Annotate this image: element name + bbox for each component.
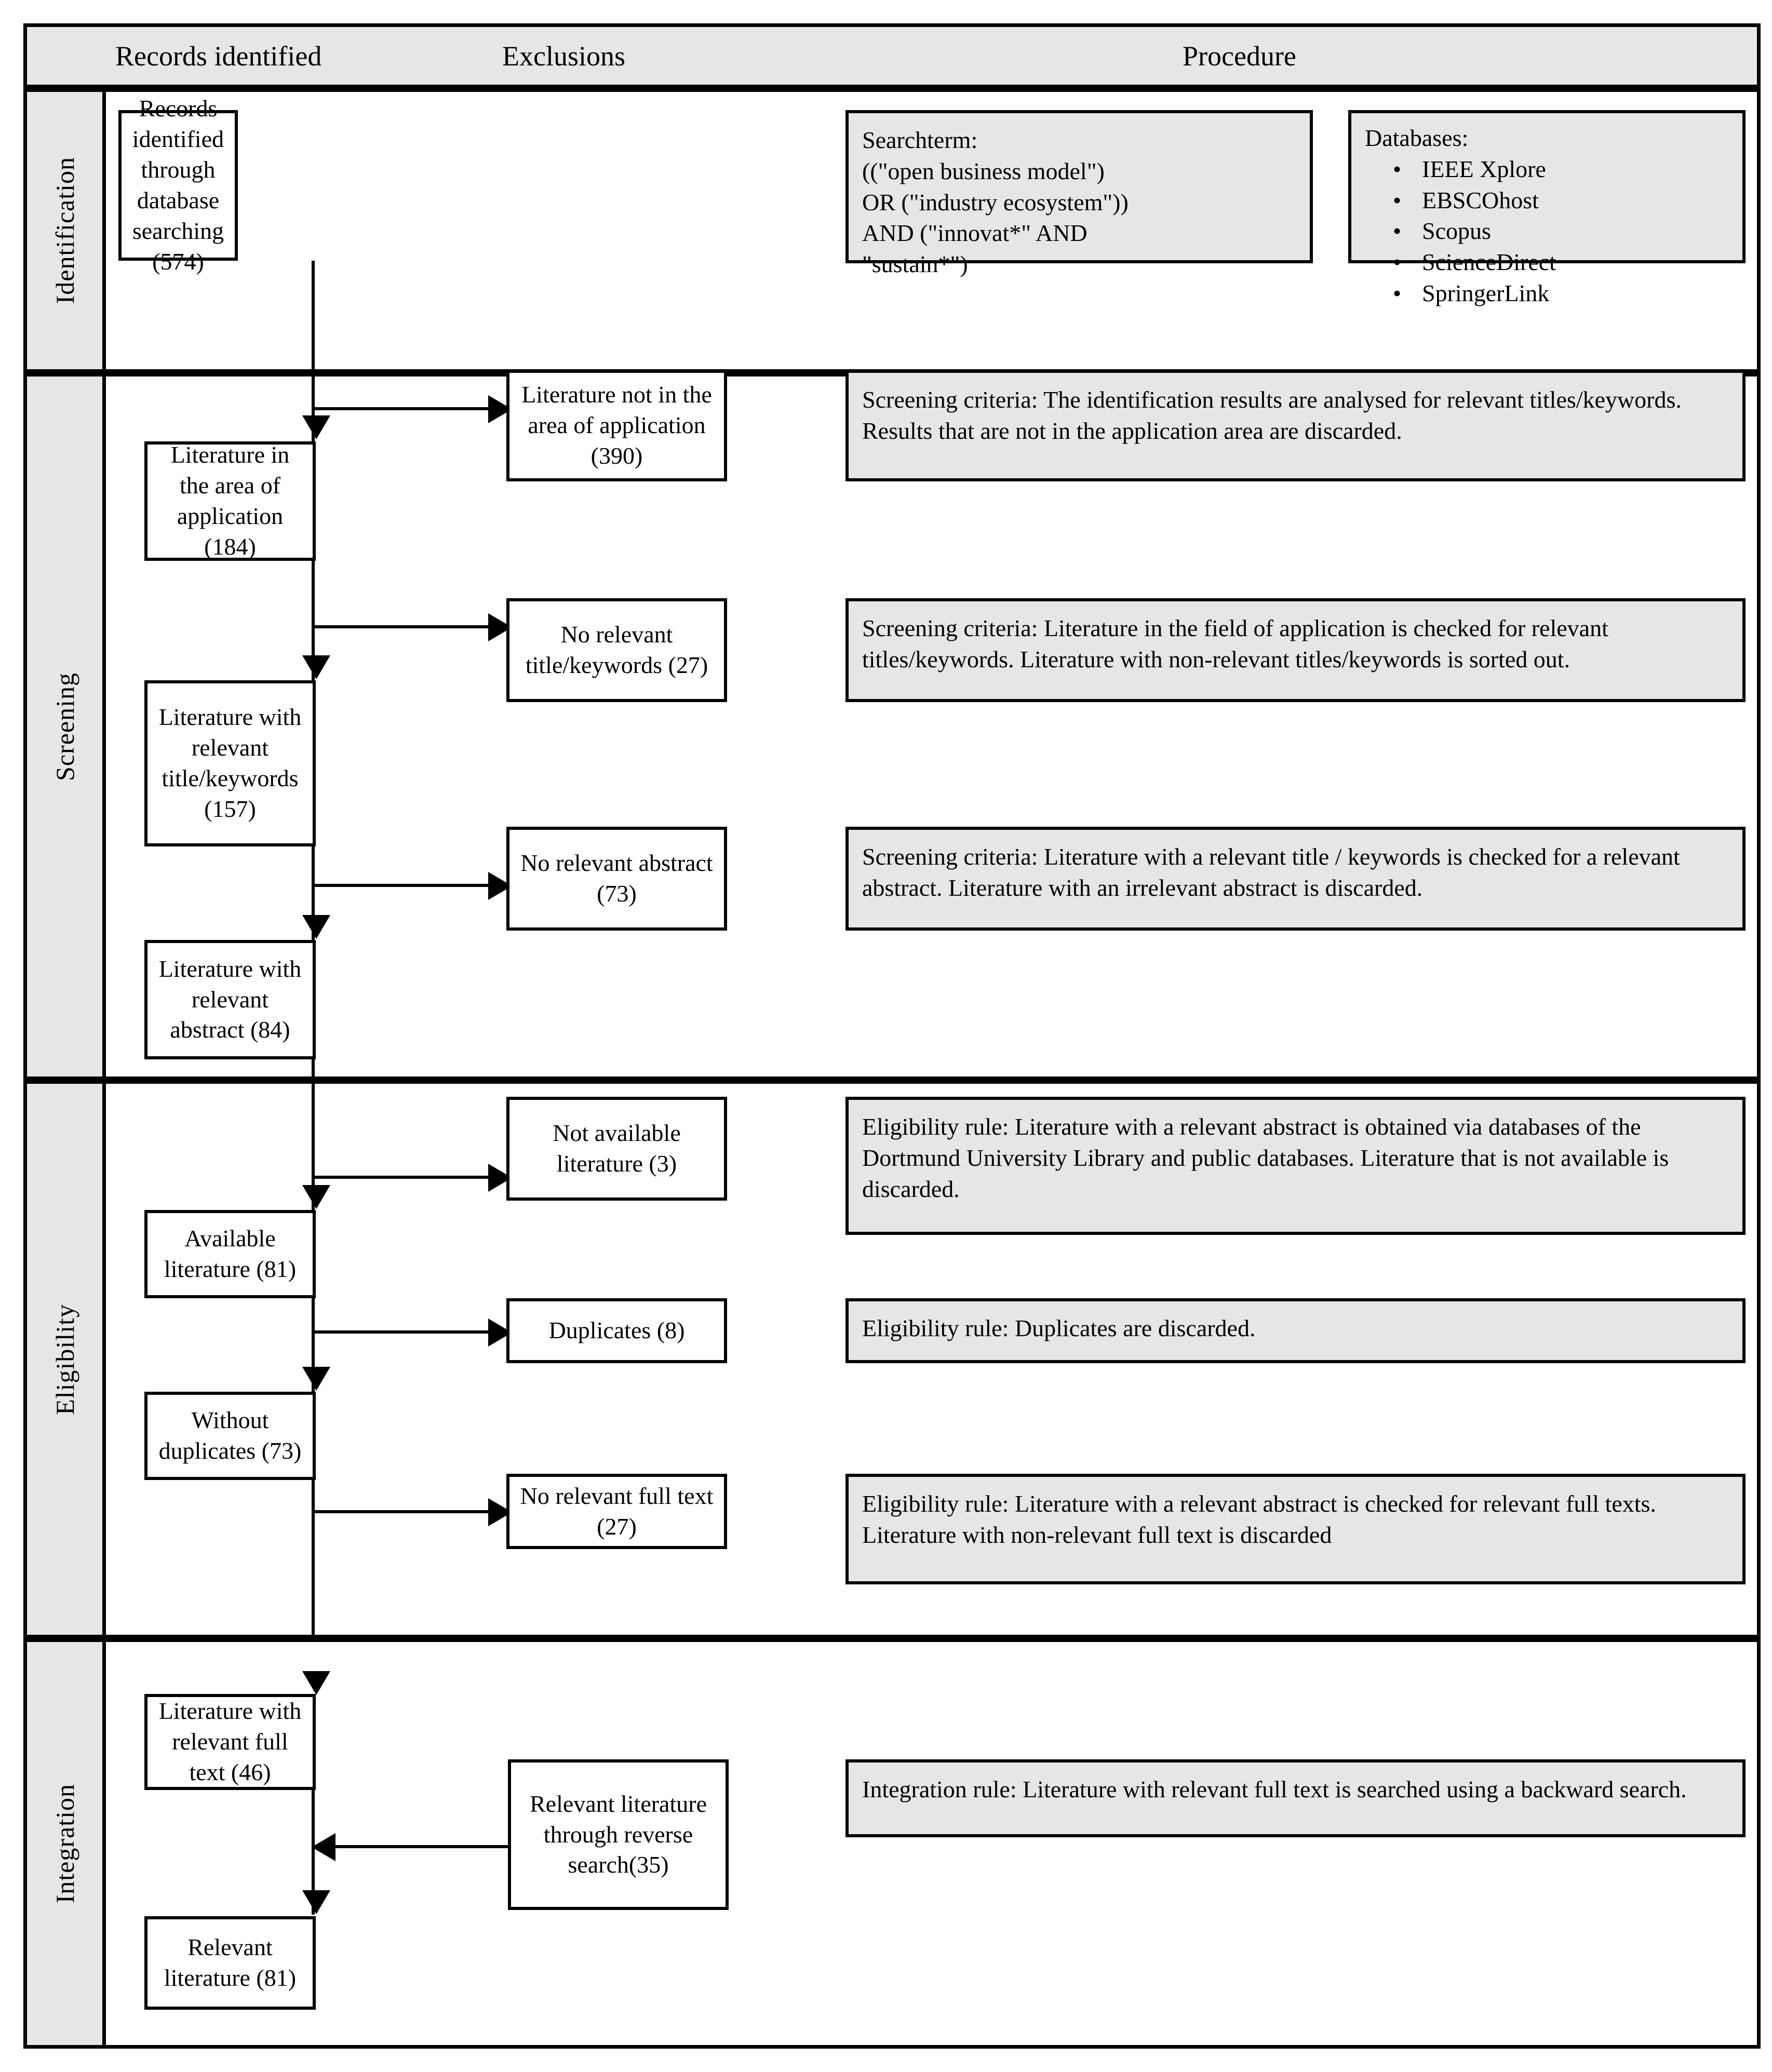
node-literature-relevant-abstract: Literature with relevant abstract (84) [144, 940, 316, 1059]
section-label-screening: Screening [27, 376, 106, 1077]
node-literature-relevant-full-text: Literature with relevant full text (46) [144, 1694, 316, 1790]
section-label-integration-text: Integration [50, 1783, 79, 1904]
node-screening-3-text: Literature with relevant abstract (84) [158, 955, 302, 1043]
node-integration-1-text: Literature with relevant full text (46) [158, 1698, 302, 1785]
section-label-eligibility: Eligibility [27, 1084, 106, 1635]
procedure-eligibility-2: Eligibility rule: Duplicates are discard… [845, 1298, 1746, 1363]
procedure-eligibility-1-text: Eligibility rule: Literature with a rele… [862, 1113, 1669, 1202]
procedure-integration-1: Integration rule: Literature with releva… [845, 1759, 1746, 1837]
databases-title: Databases: [1365, 125, 1469, 151]
column-header-band: Records identified Exclusions Procedure [23, 23, 1761, 88]
exclusion-screening-3-text: No relevant abstract (73) [520, 850, 713, 907]
node-eligibility-1-text: Available literature (81) [164, 1225, 297, 1282]
searchterm-title: Searchterm: [862, 127, 978, 153]
node-records-identified-text: Records identified through database sear… [132, 95, 224, 275]
arrow-into-node-integration-2 [302, 1890, 330, 1914]
node-relevant-literature-final: Relevant literature (81) [144, 1916, 316, 2010]
procedure-screening-1: Screening criteria: The identification r… [845, 370, 1746, 481]
section-label-screening-text: Screening [50, 672, 79, 781]
connector-branch-screening-2 [312, 625, 491, 628]
arrow-into-node-screening-3 [302, 915, 330, 939]
node-reverse-search-text: Relevant literature through reverse sear… [529, 1790, 707, 1878]
node-relevant-literature-reverse-search: Relevant literature through reverse sear… [508, 1759, 729, 1910]
databases-list: IEEE Xplore EBSCOhost Scopus ScienceDire… [1365, 154, 1729, 309]
procedure-screening-2-text: Screening criteria: Literature in the fi… [862, 615, 1608, 672]
exclusion-eligibility-1-text: Not available literature (3) [553, 1120, 681, 1177]
database-item: ScienceDirect [1393, 247, 1729, 278]
database-item: EBSCOhost [1393, 185, 1729, 216]
exclusion-no-relevant-abstract: No relevant abstract (73) [506, 827, 727, 931]
arrow-into-spine-reverse-search [312, 1833, 335, 1861]
searchterm-line-3: AND ("innovat*" AND [862, 220, 1088, 247]
procedure-screening-3-text: Screening criteria: Literature with a re… [862, 843, 1680, 901]
connector-branch-eligibility-1 [312, 1176, 491, 1179]
column-header-exclusions: Exclusions [502, 40, 625, 72]
section-label-identification-text: Identification [50, 157, 79, 304]
node-integration-2-text: Relevant literature (81) [164, 1934, 297, 1991]
arrow-into-node-screening-1 [302, 415, 330, 439]
arrow-into-node-eligibility-2 [302, 1367, 330, 1391]
procedure-eligibility-2-text: Eligibility rule: Duplicates are discard… [862, 1315, 1256, 1341]
connector-spine-eligibility-1 [312, 1298, 315, 1392]
exclusion-screening-2-text: No relevant title/keywords (27) [525, 621, 708, 678]
procedure-screening-2: Screening criteria: Literature in the fi… [845, 598, 1746, 702]
connector-branch-screening-1 [312, 407, 491, 410]
exclusion-no-relevant-title-keywords: No relevant title/keywords (27) [506, 598, 727, 702]
exclusion-not-available-literature: Not available literature (3) [506, 1097, 727, 1201]
node-records-identified: Records identified through database sear… [118, 95, 238, 275]
searchterm-line-2: OR ("industry ecosystem")) [862, 189, 1129, 216]
node-screening-1-text: Literature in the area of application (1… [170, 441, 290, 560]
section-label-integration: Integration [27, 1642, 106, 2045]
section-label-identification: Identification [27, 92, 106, 369]
connector-spine-screening-1 [312, 561, 315, 680]
node-eligibility-2-text: Without duplicates (73) [158, 1407, 302, 1464]
node-without-duplicates: Without duplicates (73) [144, 1392, 316, 1480]
procedure-screening-3: Screening criteria: Literature with a re… [845, 827, 1746, 931]
connector-reverse-search [335, 1845, 509, 1848]
connector-spine-screening-2 [312, 846, 315, 940]
connector-spine-eligibility-2 [312, 1480, 315, 1745]
section-label-eligibility-text: Eligibility [50, 1303, 79, 1415]
arrow-into-node-eligibility-1 [302, 1185, 330, 1209]
procedure-eligibility-3-text: Eligibility rule: Literature with a rele… [862, 1490, 1656, 1548]
searchterm-line-4: "sustain*") [862, 251, 968, 278]
exclusion-screening-1-text: Literature not in the area of applicatio… [521, 381, 712, 469]
procedure-eligibility-3: Eligibility rule: Literature with a rele… [845, 1474, 1746, 1584]
searchterm-line-1: (("open business model") [862, 157, 1105, 184]
database-item: Scopus [1393, 216, 1729, 247]
procedure-databases: Databases: IEEE Xplore EBSCOhost Scopus … [1348, 110, 1746, 309]
database-item: SpringerLink [1393, 278, 1729, 309]
arrow-into-node-integration-1 [302, 1671, 330, 1695]
node-literature-in-area: Literature in the area of application (1… [144, 441, 316, 561]
procedure-eligibility-1: Eligibility rule: Literature with a rele… [845, 1097, 1746, 1235]
connector-spine-screening-3 [312, 1059, 315, 1210]
procedure-searchterm: Searchterm: (("open business model") OR … [845, 110, 1313, 277]
node-screening-2-text: Literature with relevant title/keywords … [158, 704, 302, 822]
arrow-into-node-screening-2 [302, 655, 330, 679]
connector-spine-identification [312, 261, 315, 441]
connector-branch-eligibility-3 [312, 1510, 491, 1513]
node-available-literature: Available literature (81) [144, 1210, 316, 1298]
exclusion-literature-not-in-area: Literature not in the area of applicatio… [506, 370, 727, 481]
column-header-records-identified: Records identified [115, 40, 322, 72]
exclusion-duplicates: Duplicates (8) [506, 1298, 727, 1363]
connector-branch-screening-3 [312, 884, 491, 887]
exclusion-eligibility-3-text: No relevant full text (27) [520, 1482, 714, 1540]
node-literature-relevant-title-keywords: Literature with relevant title/keywords … [144, 680, 316, 846]
column-header-procedure: Procedure [1183, 40, 1296, 72]
procedure-integration-1-text: Integration rule: Literature with releva… [862, 1776, 1687, 1802]
procedure-screening-1-text: Screening criteria: The identification r… [862, 386, 1682, 444]
exclusion-no-relevant-full-text: No relevant full text (27) [506, 1474, 727, 1549]
database-item: IEEE Xplore [1393, 154, 1729, 185]
connector-branch-eligibility-2 [312, 1330, 491, 1334]
exclusion-eligibility-2-text: Duplicates (8) [548, 1317, 685, 1344]
